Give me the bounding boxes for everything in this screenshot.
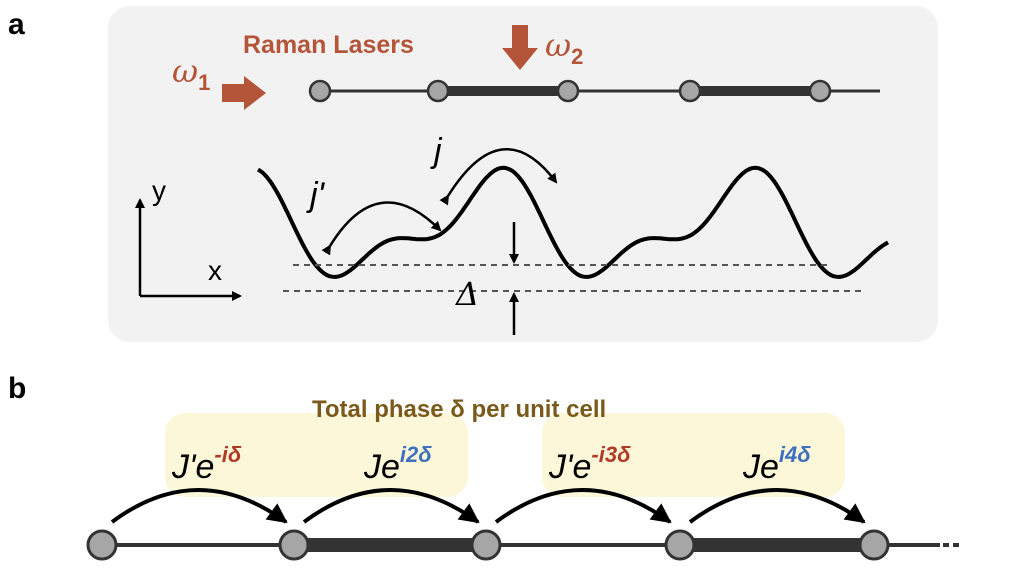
omega1-symbol: ω xyxy=(172,52,198,90)
coupling-exp-3: -i3δ xyxy=(591,442,631,467)
hop-arrow-2 xyxy=(302,488,480,524)
lattice-site xyxy=(678,79,702,103)
hop-arrow-1 xyxy=(110,488,288,524)
axis-x-label: x xyxy=(208,255,222,286)
laser1-arrow-icon xyxy=(222,76,266,110)
hop-j-arc xyxy=(439,147,558,206)
hop-j-label: j xyxy=(430,132,443,170)
lattice-site xyxy=(470,529,502,561)
hop-arrow-4 xyxy=(688,488,866,524)
xy-axes: y x xyxy=(135,175,242,301)
lattice-site xyxy=(278,529,310,561)
offset-delta-label: Δ xyxy=(454,275,479,313)
coupling-base-2: Je xyxy=(363,448,400,486)
lattice-site xyxy=(808,79,832,103)
hop-jprime-arc xyxy=(321,201,442,256)
omega1-subscript: 1 xyxy=(198,70,210,95)
lattice-site xyxy=(308,79,332,103)
panel-b-label: b xyxy=(8,372,26,405)
top-lattice-chain xyxy=(308,79,880,103)
unit-cell-highlight-2 xyxy=(542,413,845,497)
hop-arrow-3 xyxy=(494,488,672,524)
omega2-label: ω2 xyxy=(545,26,583,69)
unit-cell-highlight-1 xyxy=(165,413,468,497)
coupling-base-4: Je xyxy=(742,448,779,486)
omega1-label: ω1 xyxy=(172,52,210,95)
coupling-base-1: J'e xyxy=(171,448,214,486)
lattice-site xyxy=(556,79,580,103)
lattice-site xyxy=(426,79,450,103)
lattice-site xyxy=(86,529,118,561)
omega2-symbol: ω xyxy=(545,26,571,64)
lattice-site xyxy=(858,529,890,561)
phase-title: Total phase δ per unit cell xyxy=(312,396,606,423)
svg-text:ω1: ω1 xyxy=(172,52,210,95)
bottom-lattice-chain xyxy=(86,529,962,561)
svg-text:ω2: ω2 xyxy=(545,26,583,69)
coupling-label-4: Jei4δ xyxy=(742,442,811,486)
coupling-exp-4: i4δ xyxy=(779,442,811,467)
coupling-label-3: J'e-i3δ xyxy=(548,442,631,486)
coupling-exp-1: -iδ xyxy=(214,442,241,467)
laser2-arrow-icon xyxy=(502,25,538,70)
coupling-base-3: J'e xyxy=(548,448,591,486)
axis-y-label: y xyxy=(152,175,166,206)
hop-jprime-label: j' xyxy=(306,176,326,214)
raman-lasers-title: Raman Lasers xyxy=(243,31,414,59)
omega2-subscript: 2 xyxy=(571,44,583,69)
panel-a-label: a xyxy=(8,8,25,41)
lattice-site xyxy=(664,529,696,561)
coupling-label-2: Jei2δ xyxy=(363,442,432,486)
superlattice-potential-curve xyxy=(257,165,890,279)
coupling-exp-2: i2δ xyxy=(400,442,432,467)
coupling-label-1: J'e-iδ xyxy=(171,442,242,486)
